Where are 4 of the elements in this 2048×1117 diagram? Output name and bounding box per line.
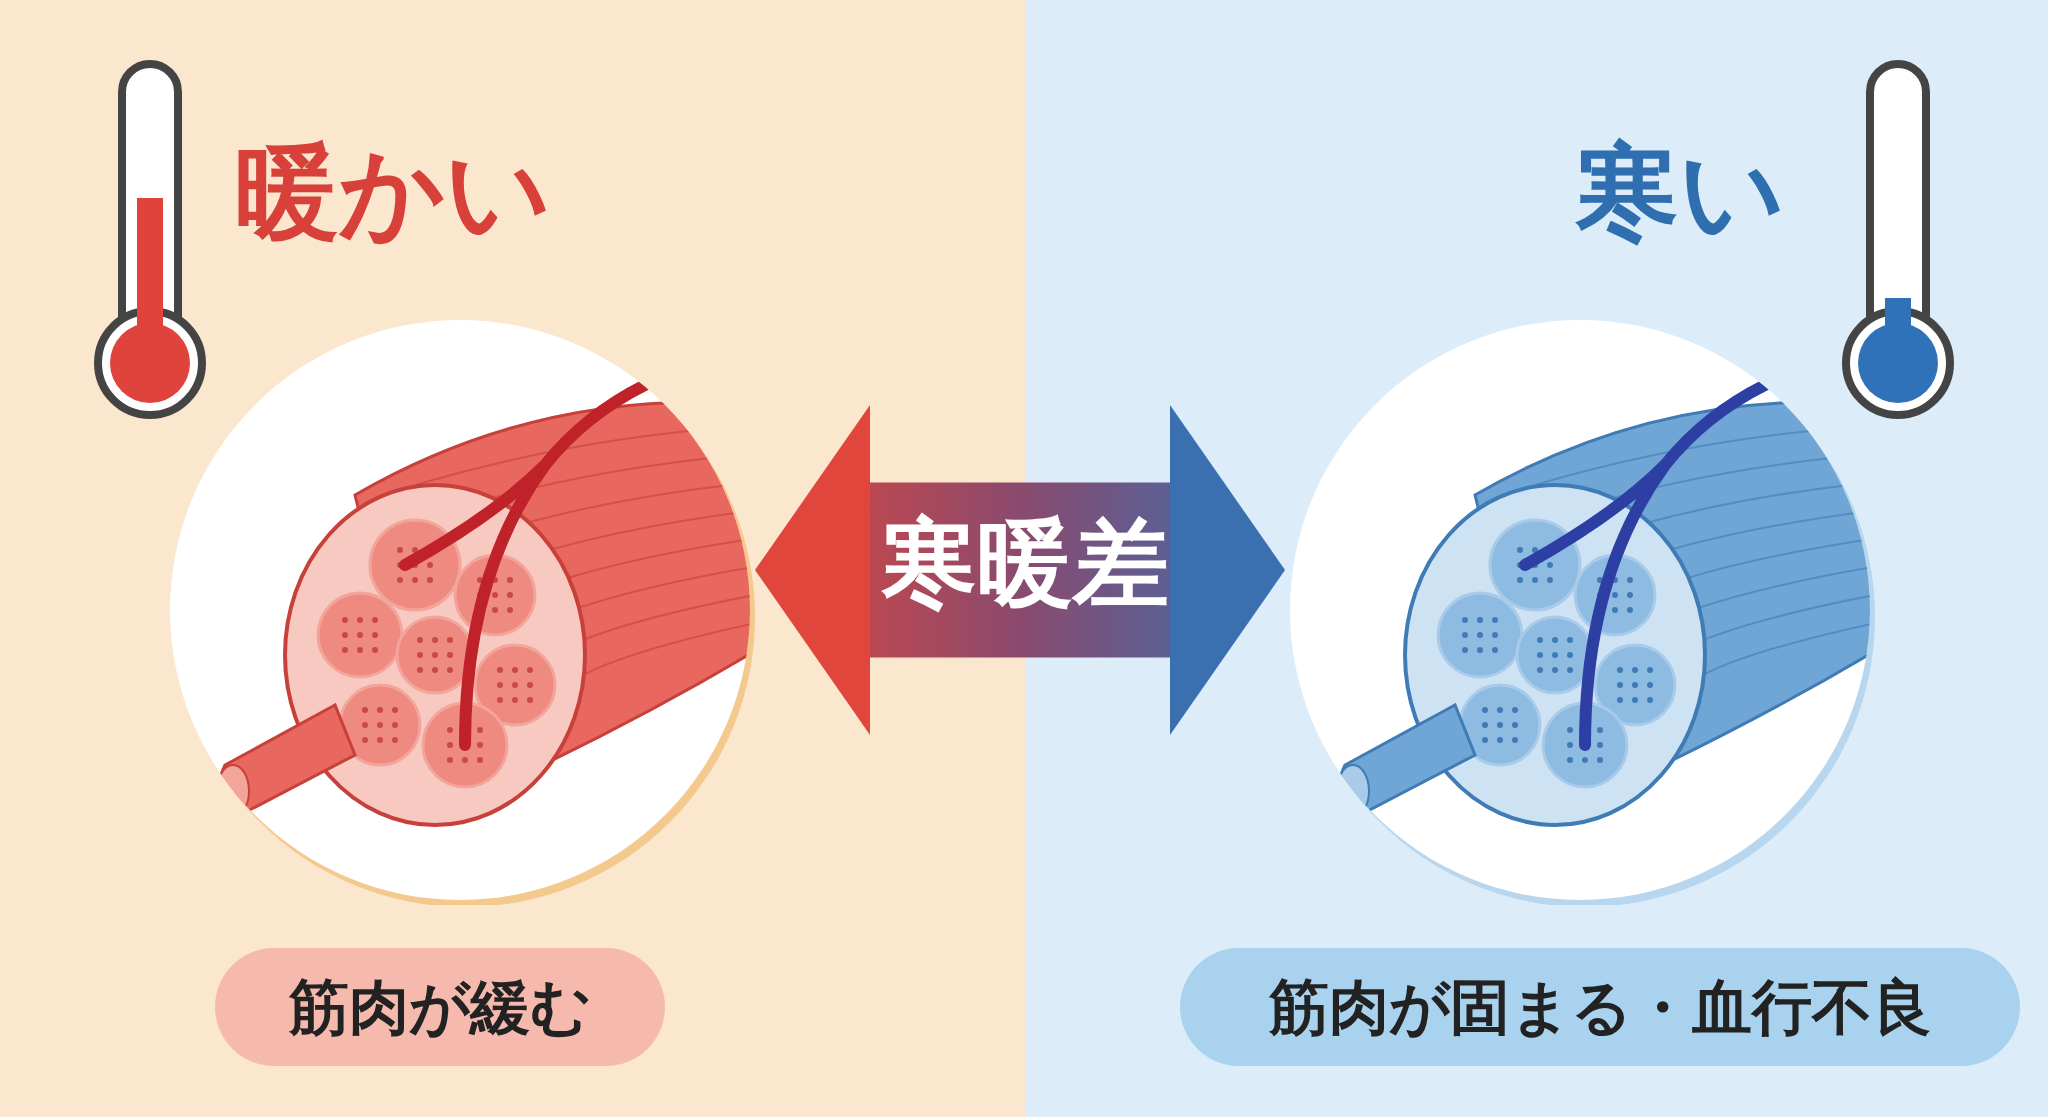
heading: 暖かい (235, 140, 551, 244)
double-arrow (755, 405, 1285, 735)
caption-text: 筋肉が緩む (289, 971, 591, 1044)
caption-text: 筋肉が固まる・血行不良 (1268, 971, 1932, 1044)
